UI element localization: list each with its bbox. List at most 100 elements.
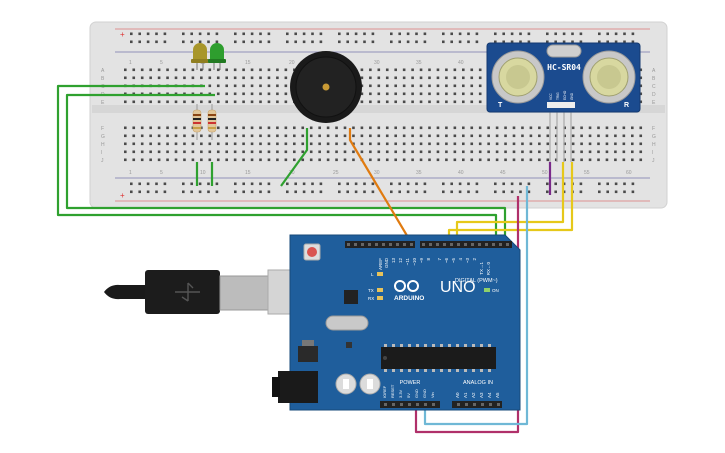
header-pin xyxy=(422,243,425,246)
breadboard-hole xyxy=(428,150,431,154)
breadboard-hole xyxy=(529,126,533,130)
breadboard-hole xyxy=(242,84,245,88)
breadboard-hole xyxy=(402,158,406,162)
usb-cable-end xyxy=(104,284,145,300)
rail-hole xyxy=(302,32,306,36)
piezo-buzzer[interactable] xyxy=(290,51,362,123)
breadboard-hole xyxy=(191,92,195,96)
wire-green-led-2[interactable] xyxy=(65,93,507,245)
led-green-body xyxy=(210,43,224,60)
arduino-uno[interactable]: AREF GND 13 12 ~11 ~10 ~9 8 7 ~6 ~5 4 ~3… xyxy=(272,234,521,411)
col-num: 30 xyxy=(374,60,380,66)
breadboard-hole xyxy=(157,150,161,154)
breadboard-hole xyxy=(174,68,178,72)
breadboard-hole xyxy=(377,150,381,154)
breadboard-hole xyxy=(259,150,262,154)
breadboard-hole xyxy=(504,158,507,162)
breadboard-hole xyxy=(233,100,237,104)
breadboard-hole xyxy=(149,76,152,80)
col-num: 50 xyxy=(542,170,548,176)
led-yellow[interactable] xyxy=(191,43,209,70)
breadboard-hole xyxy=(546,134,550,138)
breadboard-hole xyxy=(639,100,643,104)
rail-hole xyxy=(598,32,601,36)
rail-hole xyxy=(502,40,505,44)
breadboard-hole xyxy=(208,68,212,72)
row-letters-right: A B C D E F G H I J xyxy=(652,68,656,164)
rail-hole xyxy=(346,182,349,186)
rail-hole xyxy=(450,40,453,44)
breadboard-hole xyxy=(462,126,465,130)
header-pin xyxy=(347,243,350,246)
rail-hole xyxy=(311,190,314,194)
rail-hole xyxy=(286,32,289,36)
rail-hole xyxy=(146,190,150,194)
breadboard-hole xyxy=(140,142,144,146)
rail-hole xyxy=(242,40,245,44)
breadboard-hole xyxy=(394,100,397,104)
rail-hole xyxy=(346,190,349,194)
breadboard-hole xyxy=(538,126,541,130)
breadboard-hole xyxy=(157,68,161,72)
rail-hole xyxy=(458,182,462,186)
breadboard-hole xyxy=(166,150,169,154)
breadboard-hole xyxy=(478,68,482,72)
breadboard-hole xyxy=(200,134,203,138)
rail-hole xyxy=(302,182,306,186)
breadboard-hole xyxy=(546,142,550,146)
breadboard-hole xyxy=(588,158,592,162)
breadboard-hole xyxy=(470,150,474,154)
analog-pin-labels: A0 A1 A2 A3 A4 A5 xyxy=(455,392,500,398)
breadboard-hole xyxy=(538,134,541,138)
breadboard-hole xyxy=(436,134,440,138)
breadboard-hole xyxy=(445,92,448,96)
wire-cyan-gnd[interactable] xyxy=(423,186,529,426)
rail-hole xyxy=(390,182,393,186)
chip-pin xyxy=(464,369,467,372)
breadboard-hole xyxy=(411,134,414,138)
wire-green-led[interactable] xyxy=(56,84,498,245)
led-green[interactable] xyxy=(208,43,226,70)
breadboard-hole xyxy=(631,150,634,154)
breadboard-hole xyxy=(149,142,152,146)
breadboard-hole xyxy=(631,134,634,138)
col-num: 40 xyxy=(458,60,464,66)
row-letter: A xyxy=(652,68,656,74)
rail-hole xyxy=(215,190,219,194)
wire-green-buzzer[interactable] xyxy=(280,128,309,187)
wire-orange-buzzer[interactable] xyxy=(348,128,413,245)
breadboard-hole xyxy=(242,158,245,162)
rail-hole xyxy=(406,190,410,194)
breadboard-hole xyxy=(259,84,262,88)
breadboard-hole xyxy=(216,158,220,162)
resistor-band xyxy=(193,114,201,116)
ultrasonic-sensor[interactable]: HC-SR04 T R VCC TRIG ECHO GND xyxy=(486,42,641,162)
breadboard-hole xyxy=(377,84,381,88)
breadboard-hole xyxy=(267,92,271,96)
breadboard-hole xyxy=(369,158,372,162)
pin-label: RX←0 xyxy=(486,262,491,276)
breadboard-hole xyxy=(242,150,245,154)
breadboard-hole xyxy=(436,76,440,80)
pin-label: RESET xyxy=(390,384,395,398)
breadboard-hole xyxy=(495,150,499,154)
breadboard-hole xyxy=(174,158,178,162)
resistor-1[interactable] xyxy=(192,104,202,140)
rail-hole xyxy=(182,32,185,36)
breadboard-hole xyxy=(259,134,262,138)
breadboard-hole xyxy=(453,150,457,154)
pin-label: 3.3V xyxy=(398,389,403,398)
breadboard-hole xyxy=(326,158,330,162)
rail-hole xyxy=(207,190,210,194)
breadboard-hole xyxy=(352,158,355,162)
logo-loop-right xyxy=(407,280,419,292)
breadboard-hole xyxy=(267,142,271,146)
chip-pin xyxy=(416,344,419,347)
wire-yellow-trig[interactable] xyxy=(455,162,565,244)
pin-label: 7 xyxy=(437,258,442,261)
header-pin xyxy=(368,243,371,246)
breadboard-hole xyxy=(183,150,186,154)
breadboard-hole xyxy=(495,126,499,130)
breadboard-hole xyxy=(343,150,347,154)
resistor-2[interactable] xyxy=(207,104,217,140)
